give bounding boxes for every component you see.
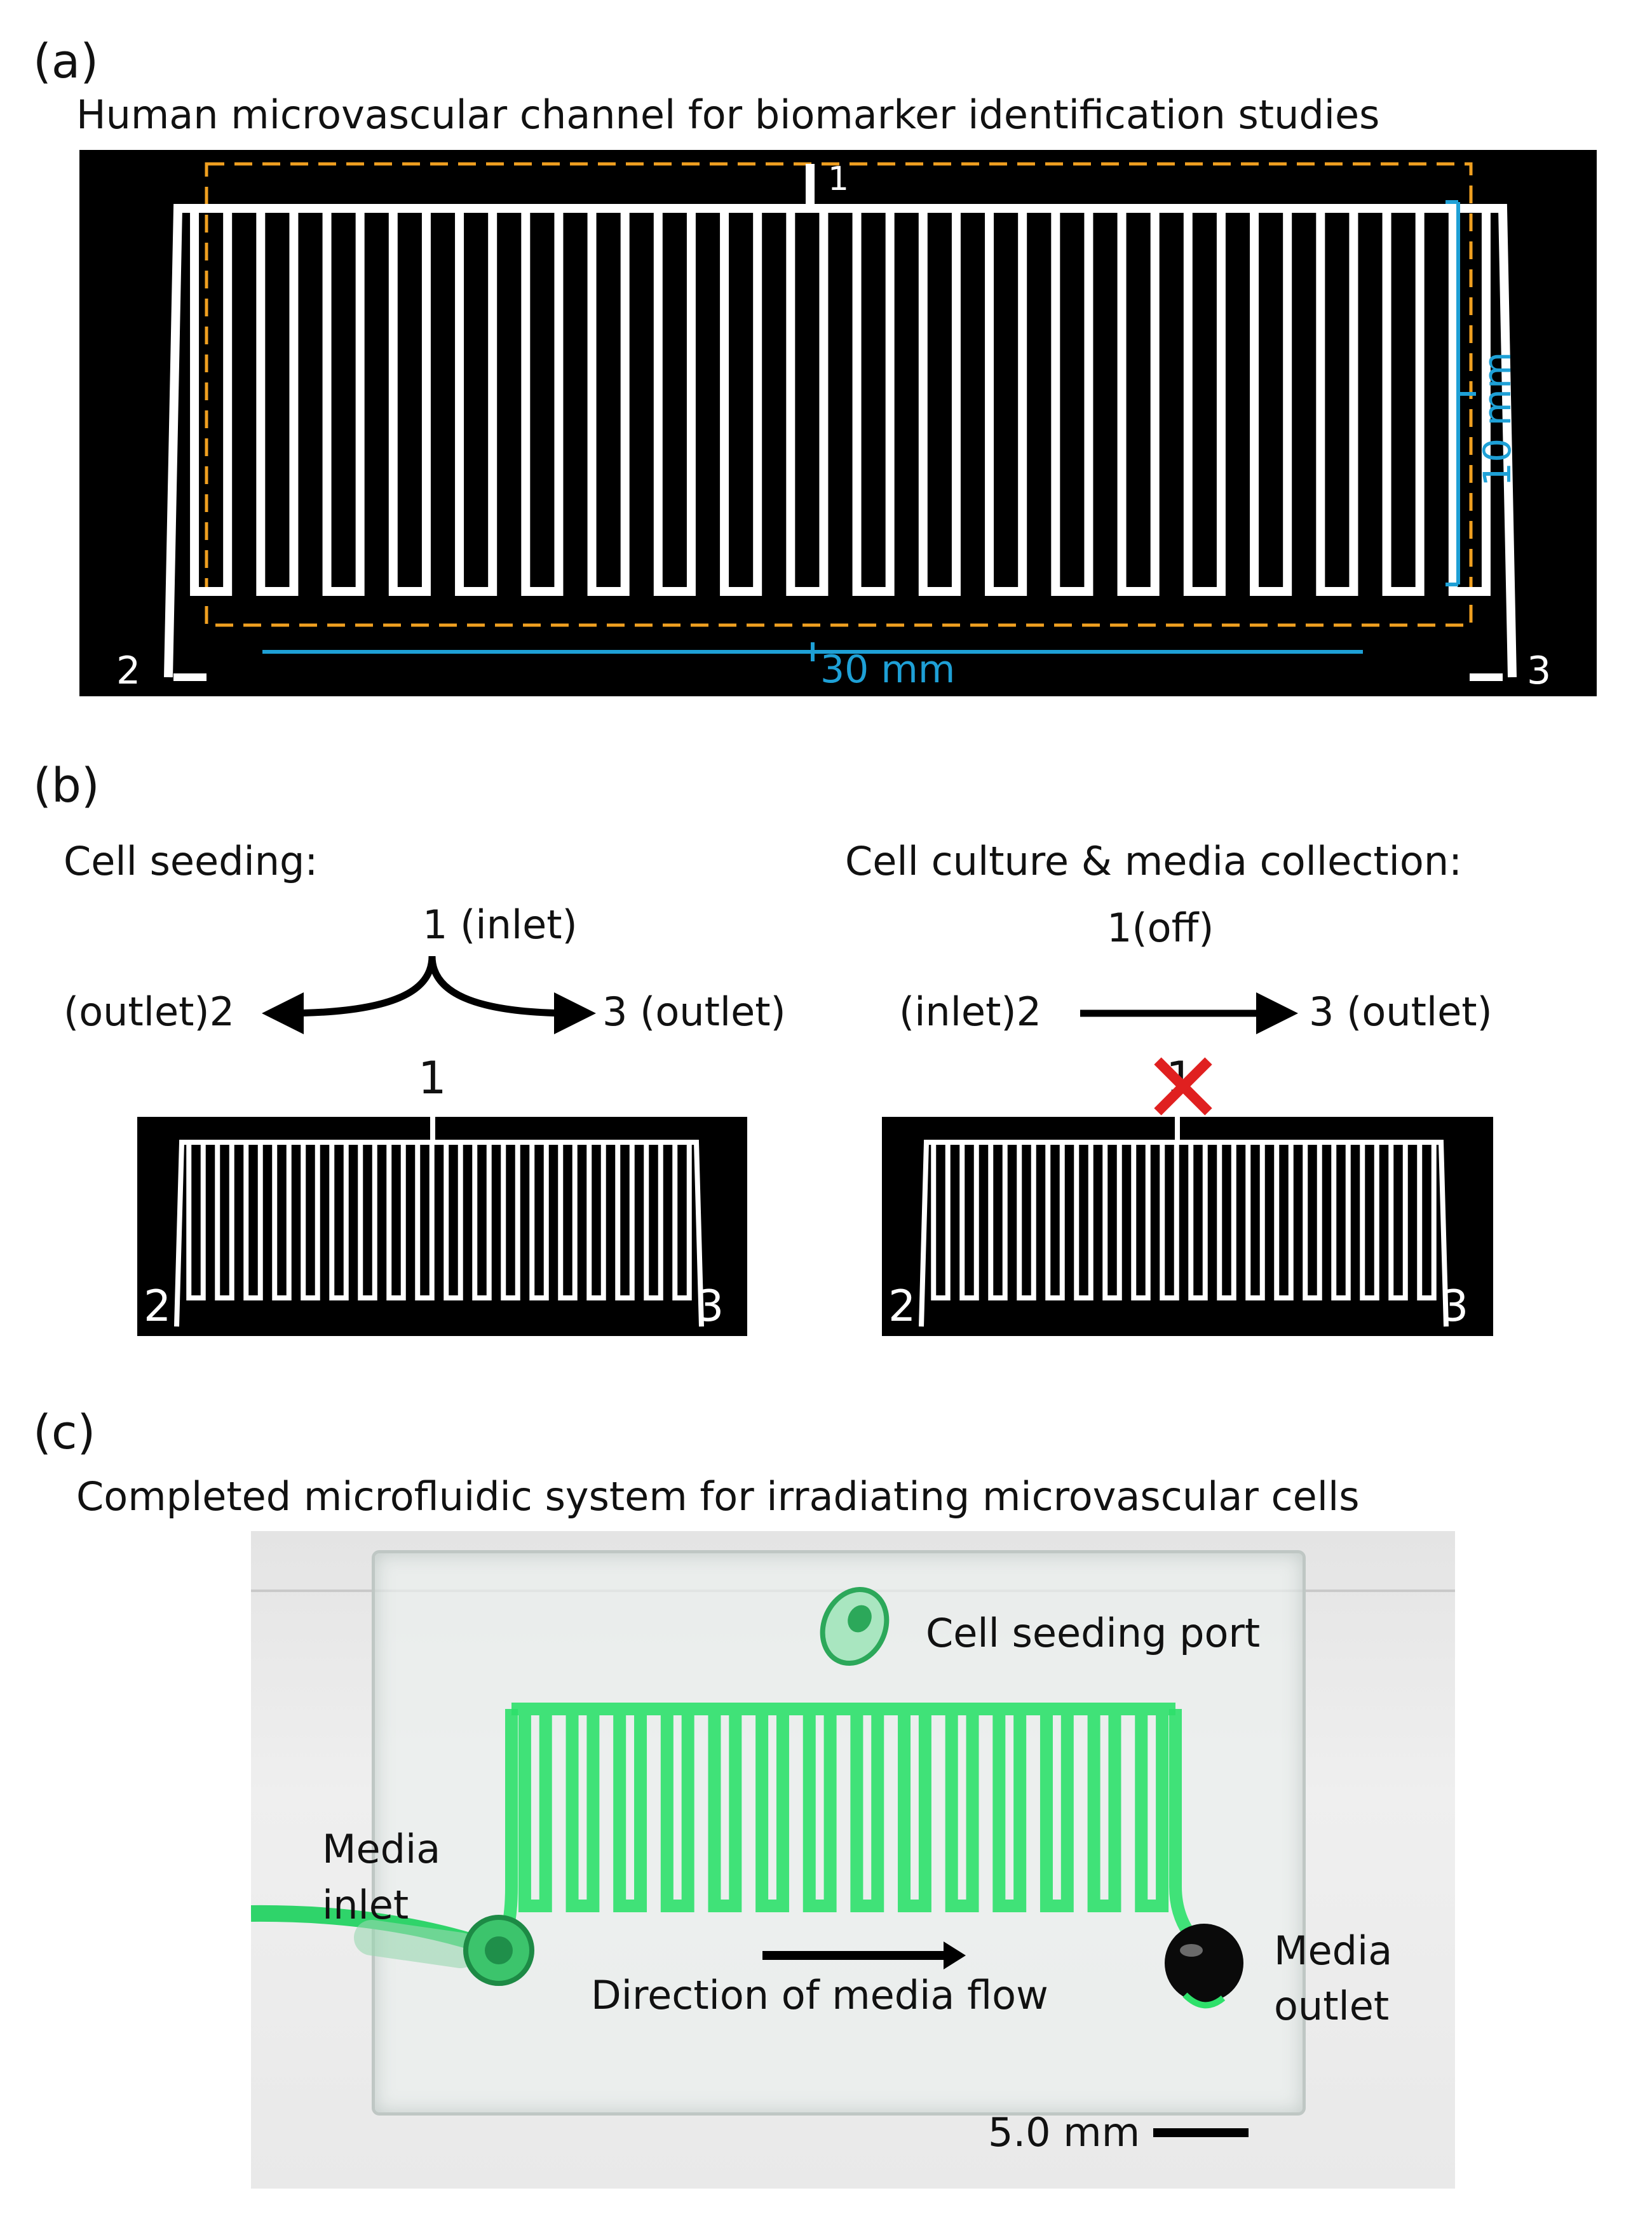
seeding-channel-diagram [174, 1117, 704, 1327]
culture-inlet-label: (inlet)2 [899, 989, 1042, 1035]
channel-diagram-a [164, 162, 1517, 681]
seeding-port-3-label: 3 [696, 1281, 724, 1332]
device-photo: Cell seeding port Media inlet Media outl… [251, 1531, 1455, 2189]
port-3-label: 3 [1527, 649, 1552, 693]
inlet-tubing-sleeve [354, 1920, 478, 1968]
seeding-port-1-label: 1 [418, 1052, 447, 1104]
dye-filled-channel [511, 1703, 1175, 1912]
panel-a-title: Human microvascular channel for biomarke… [76, 91, 1380, 138]
outlet-leg [1169, 1709, 1209, 1955]
culture-off-label: 1(off) [1107, 905, 1214, 951]
seeding-port-label: Cell seeding port [926, 1610, 1261, 1656]
culture-channel-diagram [919, 1117, 1449, 1327]
off-cross-icon [1154, 1057, 1212, 1116]
panel-c-title: Completed microfluidic system for irradi… [76, 1473, 1360, 1520]
panel-c-letter: (c) [33, 1405, 96, 1460]
culture-channel-image: 2 3 [882, 1117, 1493, 1336]
seeding-right-outlet-label: 3 (outlet) [602, 989, 786, 1035]
port-1-label: 1 [828, 160, 850, 198]
culture-port-2-label: 2 [888, 1281, 916, 1332]
serpentine-channel [174, 1140, 704, 1327]
media-inlet-label-line1: Media [322, 1826, 441, 1872]
serpentine-channel [164, 204, 1517, 678]
seeding-inlet-label: 1 (inlet) [423, 901, 578, 948]
media-outlet-label-line2: outlet [1274, 1983, 1390, 2029]
scale-bar-label: 5.0 mm [988, 2109, 1141, 2156]
inlet-leg [491, 1709, 518, 1955]
seeding-channel-image: 2 3 [137, 1117, 747, 1336]
height-dimension-label: 10 mm [1475, 351, 1520, 487]
panel-a-letter: (a) [33, 34, 99, 89]
seeding-port-2-label: 2 [144, 1281, 172, 1332]
serpentine-channel [919, 1140, 1449, 1327]
port-2-label: 2 [116, 649, 141, 693]
seeding-left-outlet-label: (outlet)2 [64, 989, 235, 1035]
green-channel-photo [251, 1586, 1249, 2137]
culture-heading: Cell culture & media collection: [845, 838, 1463, 884]
seeding-arrow-right [428, 955, 596, 1034]
culture-port-3-label: 3 [1441, 1281, 1469, 1332]
seeding-arrow-left [262, 955, 436, 1034]
width-dimension-label: 30 mm [820, 647, 956, 692]
culture-outlet-label: 3 (outlet) [1309, 989, 1493, 1035]
flow-direction-label: Direction of media flow [591, 1972, 1048, 2018]
media-inlet-label-line2: inlet [322, 1882, 409, 1928]
panel-b-letter: (b) [33, 759, 100, 813]
panel-a-image: 1 2 3 30 mm 10 mm [79, 150, 1597, 696]
media-outlet-label-line1: Media [1274, 1927, 1393, 1974]
cell-seeding-heading: Cell seeding: [64, 838, 318, 884]
media-outlet-port [1165, 1924, 1243, 2002]
scale-bar [1153, 2128, 1249, 2137]
